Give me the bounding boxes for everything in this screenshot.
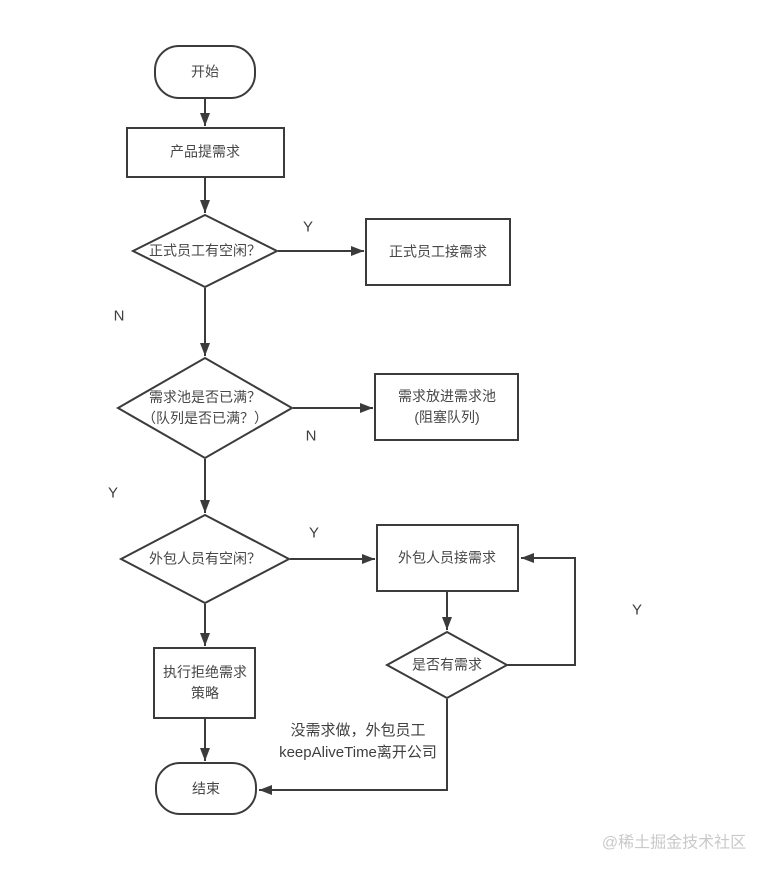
has-demand-decision	[384, 630, 510, 700]
edge-has-demand-to-end	[259, 699, 448, 795]
pool-full-decision	[115, 356, 295, 460]
reject-policy-label: 执行拒绝需求 策略	[163, 664, 247, 701]
edge-label-formal-yes: Y	[302, 218, 314, 236]
pool-full-label: 需求池是否已满？ （队列是否已满？）	[142, 389, 268, 426]
outsource-free-label: 外包人员有空闲？	[149, 550, 261, 567]
formal-take-node	[365, 218, 511, 286]
formal-take-label: 正式员工接需求	[389, 243, 487, 260]
edge-label-pool-no: N	[305, 427, 317, 445]
reject-policy-node	[153, 647, 256, 719]
edge-label-pool-yes: Y	[107, 484, 119, 502]
edge-has-demand-loop-yes	[507, 553, 576, 666]
edge-label-loop-yes: Y	[631, 601, 643, 619]
watermark-text: @稀土掘金技术社区	[601, 834, 747, 852]
outsource-take-label: 外包人员接需求	[398, 549, 496, 566]
keepalive-annotation: 没需求做，外包员工 keepAliveTime离开公司	[279, 722, 437, 761]
formal-free-decision	[130, 213, 280, 289]
pool-put-label: 需求放进需求池 (阻塞队列)	[398, 388, 496, 425]
outsource-take-node	[376, 524, 519, 592]
outsource-free-decision	[118, 513, 292, 605]
edge-label-outsource-yes: Y	[308, 524, 320, 542]
pool-put-node	[374, 373, 519, 441]
end-node-label: 结束	[192, 780, 220, 797]
start-node	[154, 45, 256, 99]
edge-label-formal-no: N	[113, 307, 125, 325]
product-request-label: 产品提需求	[170, 143, 240, 160]
has-demand-label: 是否有需求	[412, 656, 482, 673]
formal-free-label: 正式员工有空闲？	[149, 242, 261, 259]
start-node-label: 开始	[191, 63, 219, 80]
end-node	[155, 762, 257, 815]
product-request-node	[126, 127, 285, 178]
